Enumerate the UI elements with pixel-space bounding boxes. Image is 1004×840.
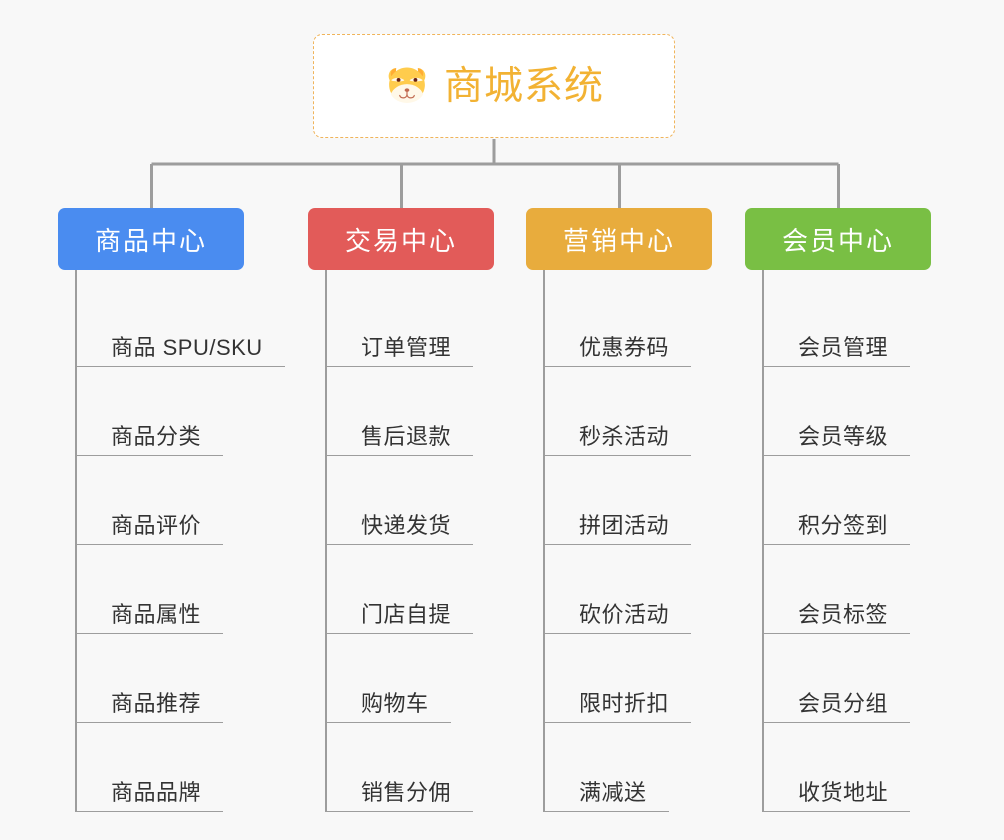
list-item[interactable]: 商品属性 (77, 545, 244, 634)
list-item[interactable]: 售后退款 (327, 367, 494, 456)
root-title: 商城系统 (443, 64, 604, 108)
leaf-label: 秒杀活动 (579, 423, 670, 449)
branch-header-member-center[interactable]: 会员中心 (745, 208, 931, 270)
list-item[interactable]: 快递发货 (327, 456, 494, 545)
list-item[interactable]: 购物车 (327, 634, 494, 723)
leaf-label: 拼团活动 (579, 512, 670, 538)
leaf-label: 商品品牌 (111, 779, 202, 805)
branch-header-marketing-center[interactable]: 营销中心 (526, 208, 712, 270)
leaf-label: 积分签到 (798, 512, 889, 538)
branch-items-trade-center: 订单管理 售后退款 快递发货 门店自提 购物车 销售分佣 (325, 270, 494, 812)
list-item[interactable]: 满减送 (545, 723, 712, 812)
branch-column-member-center: 会员中心 会员管理 会员等级 积分签到 会员标签 会员分组 收货地址 (745, 208, 931, 812)
root-node[interactable]: 商城系统 (313, 34, 675, 138)
leaf-label: 砍价活动 (579, 601, 670, 627)
branch-column-product-center: 商品中心 商品 SPU/SKU 商品分类 商品评价 商品属性 商品推荐 商品品牌 (58, 208, 285, 812)
branch-header-label: 商品中心 (94, 225, 207, 256)
branch-column-marketing-center: 营销中心 优惠券码 秒杀活动 拼团活动 砍价活动 限时折扣 满减送 (526, 208, 712, 812)
list-item[interactable]: 限时折扣 (545, 634, 712, 723)
leaf-label: 会员分组 (798, 690, 889, 716)
list-item[interactable]: 优惠券码 (545, 278, 712, 367)
shiba-dog-face-icon (388, 67, 426, 103)
branch-header-label: 会员中心 (781, 225, 894, 256)
list-item[interactable]: 拼团活动 (545, 456, 712, 545)
list-item[interactable]: 商品品牌 (77, 723, 244, 812)
list-item[interactable]: 订单管理 (327, 278, 494, 367)
leaf-label: 会员等级 (798, 423, 889, 449)
list-item[interactable]: 商品评价 (77, 456, 244, 545)
branch-header-product-center[interactable]: 商品中心 (58, 208, 244, 270)
list-item[interactable]: 商品推荐 (77, 634, 244, 723)
branch-header-trade-center[interactable]: 交易中心 (308, 208, 494, 270)
list-item[interactable]: 会员管理 (764, 278, 931, 367)
leaf-label: 满减送 (579, 779, 647, 805)
branch-items-marketing-center: 优惠券码 秒杀活动 拼团活动 砍价活动 限时折扣 满减送 (543, 270, 712, 812)
leaf-label: 商品分类 (111, 423, 202, 449)
leaf-label: 订单管理 (361, 334, 452, 360)
list-item[interactable]: 商品分类 (77, 367, 244, 456)
leaf-label: 销售分佣 (361, 779, 452, 805)
leaf-label: 门店自提 (361, 601, 452, 627)
leaf-label: 商品评价 (111, 512, 202, 538)
leaf-label: 会员标签 (798, 601, 889, 627)
branch-column-trade-center: 交易中心 订单管理 售后退款 快递发货 门店自提 购物车 销售分佣 (308, 208, 494, 812)
list-item[interactable]: 秒杀活动 (545, 367, 712, 456)
list-item[interactable]: 商品 SPU/SKU (77, 278, 285, 367)
branch-items-product-center: 商品 SPU/SKU 商品分类 商品评价 商品属性 商品推荐 商品品牌 (75, 270, 285, 812)
leaf-label: 商品属性 (111, 601, 202, 627)
branch-header-label: 交易中心 (344, 225, 457, 256)
list-item[interactable]: 会员标签 (764, 545, 931, 634)
list-item[interactable]: 会员分组 (764, 634, 931, 723)
leaf-label: 限时折扣 (579, 690, 670, 716)
leaf-label: 快递发货 (361, 512, 452, 538)
leaf-label: 会员管理 (798, 334, 889, 360)
leaf-label: 收货地址 (798, 779, 889, 805)
list-item[interactable]: 门店自提 (327, 545, 494, 634)
leaf-label: 商品 SPU/SKU (111, 334, 263, 360)
leaf-label: 商品推荐 (111, 690, 202, 716)
list-item[interactable]: 会员等级 (764, 367, 931, 456)
list-item[interactable]: 积分签到 (764, 456, 931, 545)
branch-header-label: 营销中心 (562, 225, 675, 256)
leaf-label: 售后退款 (361, 423, 452, 449)
leaf-label: 购物车 (361, 690, 429, 716)
list-item[interactable]: 收货地址 (764, 723, 931, 812)
leaf-label: 优惠券码 (579, 334, 670, 360)
list-item[interactable]: 销售分佣 (327, 723, 494, 812)
branch-items-member-center: 会员管理 会员等级 积分签到 会员标签 会员分组 收货地址 (762, 270, 931, 812)
list-item[interactable]: 砍价活动 (545, 545, 712, 634)
